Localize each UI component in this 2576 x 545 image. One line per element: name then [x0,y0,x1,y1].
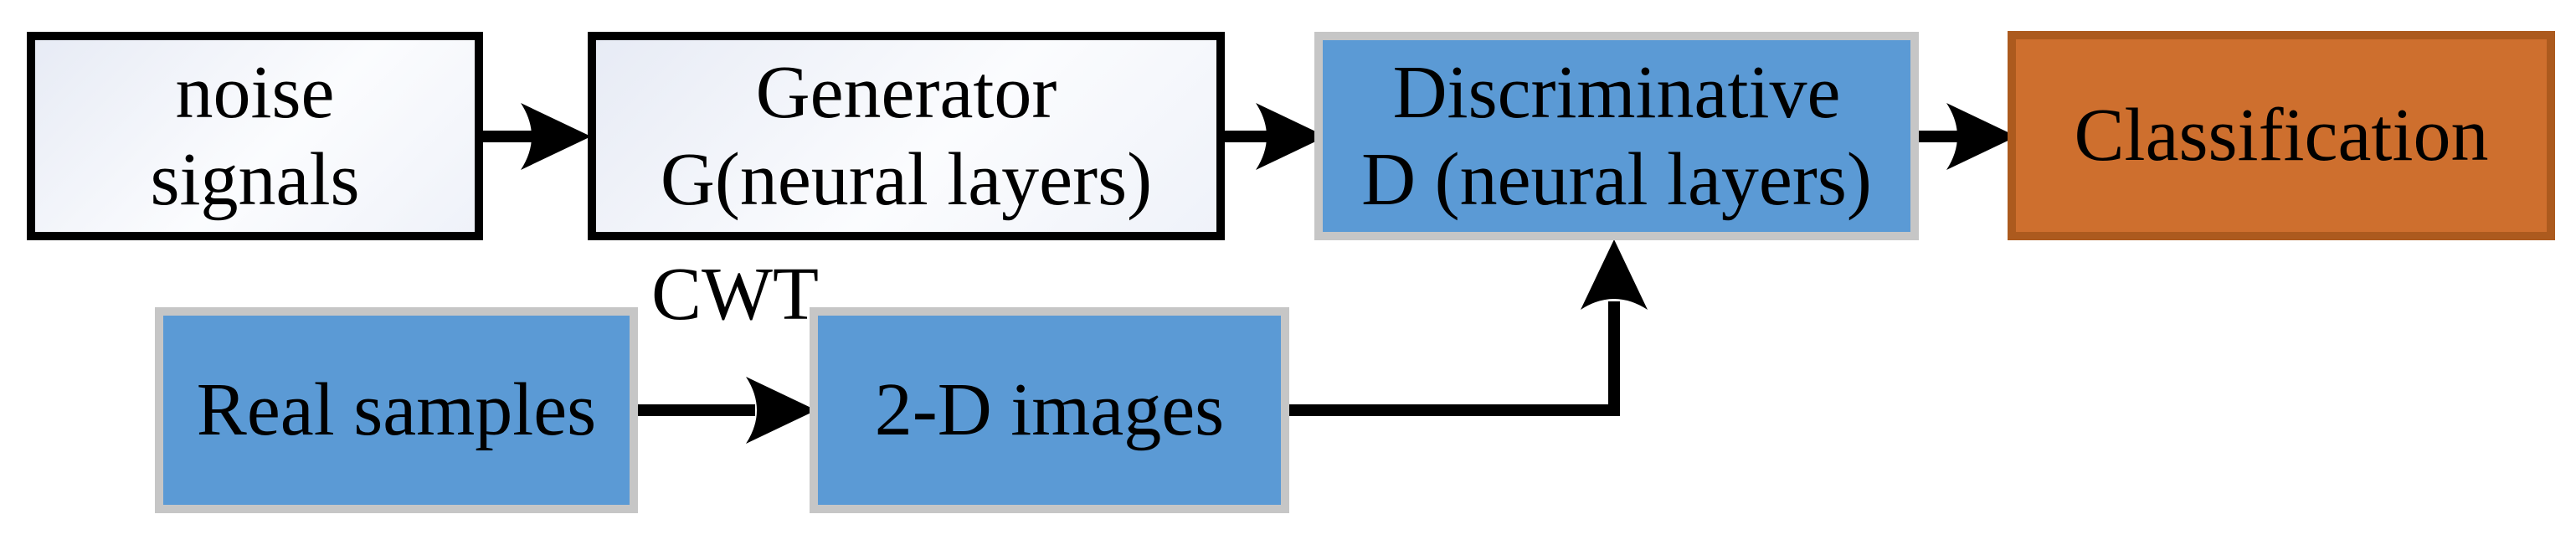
node-generator-line2: G(neural layers) [660,137,1153,221]
node-2d-images-label: 2-D images [874,368,1225,451]
arrow-real-samples-to-2d-images [638,377,816,444]
arrow-generator-to-discriminative [1221,103,1326,170]
node-2d-images: 2-D images [810,307,1289,513]
node-noise-signals: noise signals [27,32,483,240]
node-generator-line1: Generator [755,50,1057,134]
arrow-noise-to-generator [483,103,591,170]
node-discriminative: Discriminative D (neural layers) [1314,32,1919,240]
node-real-samples: Real samples [155,307,638,513]
node-classification: Classification [2008,31,2555,240]
arrow-discriminative-to-classification [1919,103,2017,170]
node-noise-signals-line1: noise [175,50,335,134]
arrow-2d-images-to-discriminative [1283,239,1648,416]
node-generator: Generator G(neural layers) [588,32,1225,240]
node-classification-label: Classification [2074,94,2489,177]
node-discriminative-line2: D (neural layers) [1361,137,1872,221]
node-real-samples-label: Real samples [196,368,597,451]
edge-label-cwt: CWT [651,253,819,336]
node-discriminative-line1: Discriminative [1392,50,1841,134]
node-noise-signals-line2: signals [150,137,360,221]
